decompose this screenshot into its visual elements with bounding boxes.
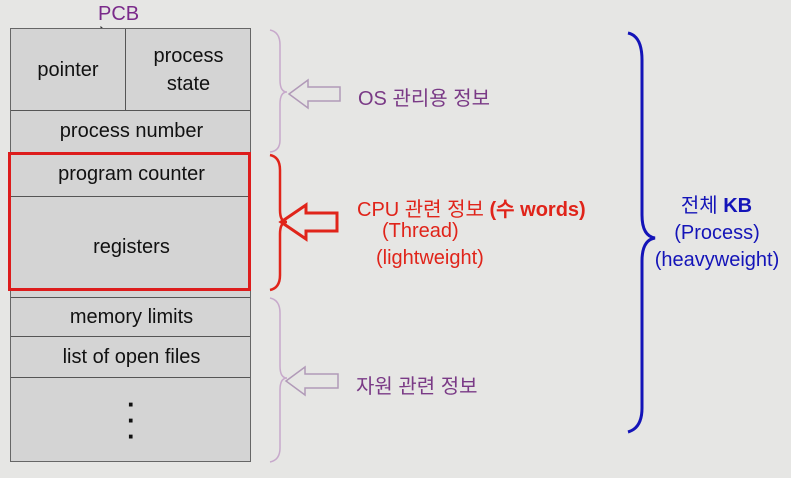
total-kb-text: KB: [723, 195, 753, 217]
cpu-info-text: CPU 관련 정보: [357, 199, 484, 221]
os-info-arrow-icon: [287, 78, 341, 110]
total-brace: [627, 31, 656, 434]
open-files-cell: list of open files: [62, 345, 201, 368]
cpu-info-arrow-icon: [278, 202, 339, 242]
memory-limits-cell: memory limits: [69, 305, 194, 328]
lightweight-label: (lightweight): [376, 247, 484, 269]
process-state-cell: process state: [153, 44, 224, 95]
pcb-table: pointer process state process number pro…: [10, 28, 251, 462]
process-label: (Process): [674, 222, 760, 244]
registers-cell: registers: [93, 235, 170, 258]
total-prefix-text: 전체: [680, 195, 724, 217]
cpu-words-text: (수 words): [489, 199, 586, 221]
thread-label: (Thread): [382, 220, 459, 242]
cpu-highlight-box: [8, 152, 251, 291]
ellipsis-cell: · · ·: [127, 389, 136, 451]
total-kb-label: 전체 KB: [642, 192, 791, 220]
resource-info-arrow-icon: [284, 365, 339, 397]
os-info-bracket: [269, 29, 288, 153]
resource-info-label: 자원 관련 정보: [356, 376, 478, 398]
heavyweight-label: (heavyweight): [654, 249, 780, 271]
pointer-cell: pointer: [37, 58, 99, 81]
cpu-info-bracket: [269, 153, 288, 292]
os-info-label: OS 관리용 정보: [358, 88, 491, 110]
cpu-info-label: CPU 관련 정보 (수 words): [357, 193, 586, 222]
resource-info-bracket: [269, 297, 288, 463]
program-counter-cell: program counter: [58, 163, 205, 185]
pcb-title: PCB: [98, 3, 140, 25]
process-number-cell: process number: [59, 120, 204, 142]
